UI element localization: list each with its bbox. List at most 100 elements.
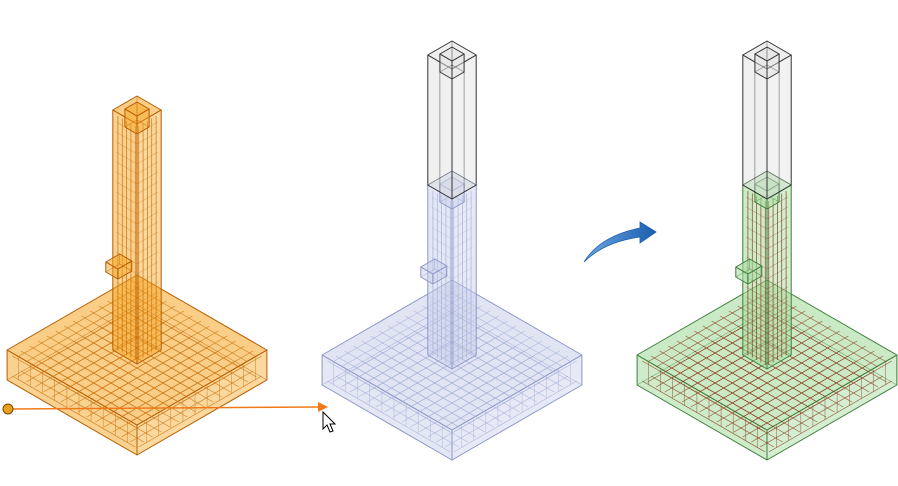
corbel [735, 258, 763, 285]
rebar-bar [344, 350, 468, 423]
rebar-hoop [766, 336, 788, 350]
rebar-hoop [136, 291, 158, 305]
column-rebar [746, 191, 788, 365]
rebar-hoop [746, 246, 768, 260]
rebar-hoop [746, 306, 768, 320]
rebar-bar [370, 335, 494, 408]
rebar-hoop [431, 306, 453, 320]
rebar-bar [444, 355, 569, 428]
rebar-hoop [451, 276, 473, 290]
rebar-hoop [431, 206, 453, 220]
column-cap-detail-hidden-edge [136, 119, 150, 128]
rebar-bar [129, 370, 254, 443]
rebar-bar [335, 355, 460, 428]
rebar-hoop [431, 316, 453, 330]
rebar-hoop [746, 326, 768, 340]
rebar-bar [733, 340, 858, 413]
rebar-hoop [136, 231, 158, 245]
rebar-bar [327, 380, 451, 453]
rebar-hoop [116, 151, 138, 165]
rebar-hoop [451, 336, 473, 350]
rebar-hoop [766, 266, 788, 280]
rebar-hoop [116, 271, 138, 285]
rebar-bar [77, 320, 202, 393]
rebar-hoop [116, 311, 138, 325]
rebar-bar [401, 330, 525, 403]
rebar-hoop [766, 236, 788, 250]
footing-slab-hidden-edge [766, 309, 898, 386]
upper-column-cap-hidden-edge [754, 64, 768, 73]
rebar-bar [427, 345, 551, 418]
rebar-hoop [116, 211, 138, 225]
rebar-hoop [746, 316, 768, 330]
rebar-hoop [116, 221, 138, 235]
rebar-bar [12, 355, 136, 428]
rebar-hoop [746, 216, 768, 230]
rebar-bar [768, 380, 892, 453]
rebar-hoop [451, 256, 473, 270]
rebar-bar [642, 380, 766, 453]
rebar-bar [650, 355, 775, 428]
footing-model-result[interactable] [636, 40, 898, 461]
rebar-hoop [136, 221, 158, 235]
rebar-hoop [766, 316, 788, 330]
move-vector-arrowhead [318, 402, 328, 412]
rebar-hoop [431, 346, 453, 360]
rebar-hoop [136, 251, 158, 265]
rebar-bar [392, 325, 517, 398]
rebar-bar [742, 345, 866, 418]
rebar-bar [335, 375, 460, 448]
rebar-hoop [766, 256, 788, 270]
rebar-bar [38, 340, 162, 413]
rebar-hoop [136, 171, 158, 185]
rebar-bar [444, 375, 569, 448]
rebar-hoop [431, 296, 453, 310]
rebar-bar [685, 335, 809, 408]
rebar-hoop [451, 206, 473, 220]
rebar-bar [650, 375, 775, 448]
rebar-hoop [136, 261, 158, 275]
column-body-hidden-edge [136, 335, 162, 351]
column-body-hidden-edge [742, 340, 768, 356]
rebar-hoop [116, 301, 138, 315]
footing-model-selected[interactable] [6, 95, 268, 456]
upper-column-cap [439, 46, 465, 80]
corbel-hidden-edge [420, 268, 435, 278]
footing-rebar [327, 290, 577, 453]
rebar-hoop [136, 191, 158, 205]
column-cap-detail-hidden-edge [766, 194, 780, 203]
corbel-hidden-edge [105, 263, 120, 273]
rebar-bar [716, 330, 840, 403]
rebar-bar [64, 325, 188, 398]
rebar-bar [453, 360, 577, 433]
rebar-hoop [136, 331, 158, 345]
rebar-bar [759, 375, 884, 448]
rebar-bar [694, 330, 818, 403]
rebar-bar [453, 380, 577, 453]
rebar-hoop [116, 171, 138, 185]
rebar-hoop [116, 281, 138, 295]
rebar-hoop [451, 226, 473, 240]
rebar-bar [43, 300, 167, 373]
rebar-bar [668, 345, 792, 418]
rebar-bar [768, 360, 892, 433]
column-cap-detail-hidden-edge [124, 119, 138, 128]
rebar-hoop [431, 226, 453, 240]
rebar-hoop [116, 191, 138, 205]
move-vector-line [7, 406, 321, 410]
rebar-hoop [746, 226, 768, 240]
footing-model-copied[interactable] [321, 40, 583, 461]
rebar-hoop [431, 216, 453, 230]
column-body-hidden-edge [427, 340, 453, 356]
upper-column-cap [754, 46, 780, 80]
rebar-bar [86, 325, 210, 398]
corbel-face [735, 258, 763, 275]
rebar-bar [436, 350, 560, 423]
rebar-hoop [451, 266, 473, 280]
column-cap-detail-hidden-edge [451, 194, 465, 203]
rebar-bar [327, 360, 451, 433]
rebar-hoop [116, 291, 138, 305]
rebar-hoop [116, 341, 138, 355]
rebar-bar [353, 345, 477, 418]
